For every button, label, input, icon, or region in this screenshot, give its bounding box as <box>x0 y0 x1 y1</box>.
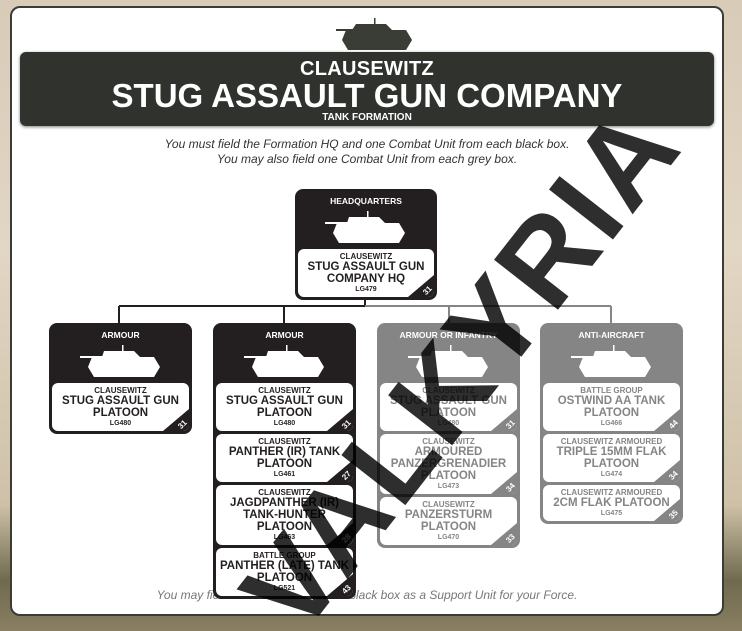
tank-silhouette-icon <box>325 211 405 243</box>
unit-code: LG474 <box>600 471 623 478</box>
unit-name: PANZERSTURM PLATOON <box>404 509 493 533</box>
unit-box-title: ANTI-AIRCRAFT <box>578 330 645 340</box>
unit-name: JAGDPANTHER (IR) TANK-HUNTER PLATOON <box>229 497 340 533</box>
unit-code: LG463 <box>273 534 296 541</box>
formation-subtitle: CLAUSEWITZ <box>299 58 435 80</box>
unit-subtitle: CLAUSEWITZ <box>258 386 311 395</box>
unit-name: PANTHER (IR) TANK PLATOON <box>228 446 341 470</box>
page-corner <box>654 499 680 521</box>
unit-subtitle: BATTLE GROUP <box>253 551 316 560</box>
instruction-line-1: You must field the Formation HQ and one … <box>164 137 570 151</box>
unit-code: LG480 <box>109 420 132 427</box>
unit-code: LG479 <box>355 286 377 293</box>
unit-name: STUG ASSAULT GUN PLATOON <box>390 395 507 419</box>
tank-silhouette-icon <box>570 345 651 377</box>
unit-code: LG466 <box>600 420 623 427</box>
page-corner <box>163 409 189 431</box>
tank-silhouette-icon <box>336 18 412 50</box>
page-corner <box>654 460 680 482</box>
unit-subtitle: CLAUSEWITZ <box>94 386 147 395</box>
unit-name: STUG ASSAULT GUN COMPANY HQ <box>307 261 425 285</box>
unit-subtitle: CLAUSEWITZ ARMOURED <box>560 437 663 446</box>
unit-code: LG470 <box>437 534 460 541</box>
unit-code: LG461 <box>273 471 296 478</box>
unit-box-title: ARMOUR <box>265 330 304 340</box>
unit-subtitle: CLAUSEWITZ <box>422 500 475 509</box>
instruction-line-2: You may also field one Combat Unit from … <box>216 152 518 166</box>
page-corner <box>408 275 434 297</box>
tank-silhouette-icon <box>407 345 488 377</box>
unit-name: 2CM FLAK PLATOON <box>553 497 670 509</box>
unit-code: LG521 <box>273 585 296 592</box>
unit-subtitle: CLAUSEWITZ <box>422 386 475 395</box>
unit-name: TRIPLE 15MM FLAK PLATOON <box>556 446 667 470</box>
formation-title: STUG ASSAULT GUN COMPANY <box>111 77 623 114</box>
unit-subtitle: CLAUSEWITZ ARMOURED <box>560 488 663 497</box>
page-corner <box>491 409 517 431</box>
page-corner <box>491 472 517 494</box>
unit-name: OSTWIND AA TANK PLATOON <box>557 395 666 419</box>
unit-code: LG480 <box>437 420 460 427</box>
page-corner <box>327 574 353 596</box>
unit-code: LG473 <box>437 483 460 490</box>
unit-subtitle: CLAUSEWITZ <box>258 437 311 446</box>
page-corner <box>491 523 517 545</box>
unit-name: PANTHER (LATE) TANK PLATOON <box>219 560 350 584</box>
unit-box-title: ARMOUR OR INFANTRY <box>399 330 498 340</box>
unit-subtitle: BATTLE GROUP <box>580 386 643 395</box>
unit-name: ARMOURED PANZERGRENADIER PLATOON <box>390 446 507 482</box>
unit-code: LG480 <box>273 420 296 427</box>
unit-box-title: ARMOUR <box>101 330 140 340</box>
unit-name: STUG ASSAULT GUN PLATOON <box>226 395 343 419</box>
instructions: You must field the Formation HQ and one … <box>12 137 722 167</box>
formation-title-banner: CLAUSEWITZ STUG ASSAULT GUN COMPANY TANK… <box>20 52 714 126</box>
tank-silhouette-icon <box>243 345 324 377</box>
unit-subtitle: CLAUSEWITZ <box>422 437 475 446</box>
formation-page: CLAUSEWITZ STUG ASSAULT GUN COMPANY TANK… <box>10 6 724 616</box>
unit-code: LG475 <box>600 510 623 517</box>
page-corner <box>327 409 353 431</box>
tank-silhouette-icon <box>79 345 160 377</box>
formation-type: TANK FORMATION <box>322 112 412 123</box>
unit-subtitle: CLAUSEWITZ <box>258 488 311 497</box>
page-corner <box>327 523 353 545</box>
page-corner <box>654 409 680 431</box>
unit-box-title: HEADQUARTERS <box>330 196 402 206</box>
page-corner <box>327 460 353 482</box>
unit-subtitle: CLAUSEWITZ <box>339 252 393 261</box>
unit-name: STUG ASSAULT GUN PLATOON <box>62 395 179 419</box>
